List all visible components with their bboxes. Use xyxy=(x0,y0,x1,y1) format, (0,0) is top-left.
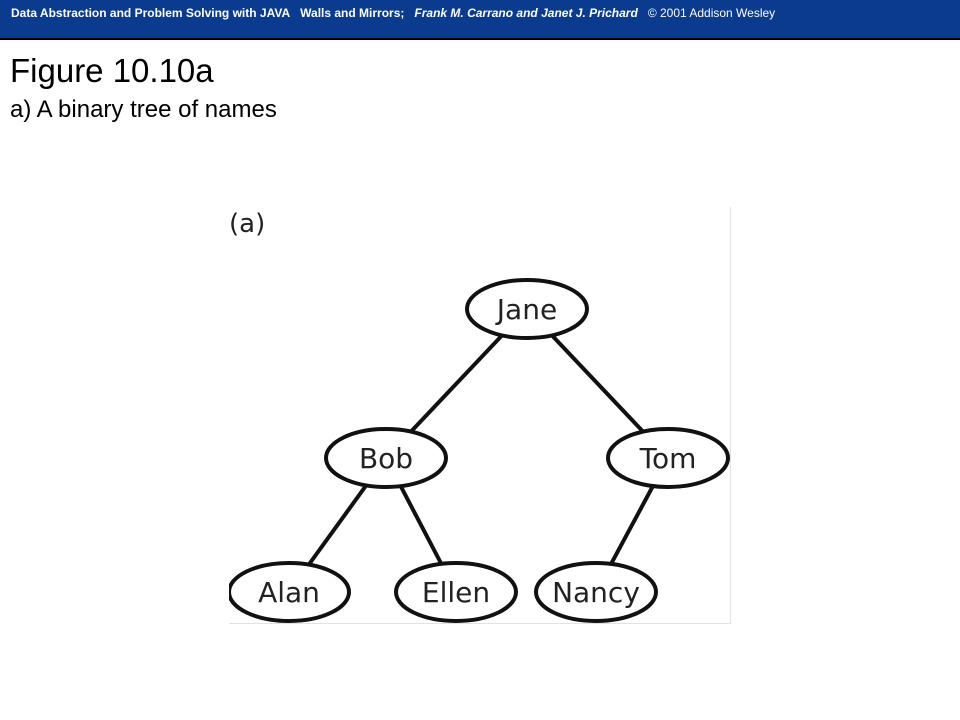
node-ellipse xyxy=(465,278,589,340)
node-label: Alan xyxy=(258,576,320,609)
header-text: Data Abstraction and Problem Solving wit… xyxy=(11,6,775,20)
tree-node-bob: Bob xyxy=(324,427,448,489)
panel-label: (a) xyxy=(229,209,265,239)
node-label: Tom xyxy=(639,442,697,475)
node-label: Jane xyxy=(495,293,557,326)
node-label: Nancy xyxy=(552,576,640,609)
tree-node-nancy: Nancy xyxy=(534,561,658,623)
header-bar: Data Abstraction and Problem Solving wit… xyxy=(0,0,960,40)
book-title: Data Abstraction and Problem Solving wit… xyxy=(11,6,291,20)
node-ellipse xyxy=(606,427,730,489)
tree-node-tom: Tom xyxy=(606,427,730,489)
figure-title: Figure 10.10a xyxy=(10,52,214,89)
tree-node-alan: Alan xyxy=(229,561,351,623)
node-label: Ellen xyxy=(422,576,490,609)
node-ellipse xyxy=(534,561,658,623)
tree-node-jane: Jane xyxy=(465,278,589,340)
copyright: © 2001 Addison Wesley xyxy=(647,6,776,20)
node-ellipse xyxy=(229,561,351,623)
node-ellipse xyxy=(324,427,448,489)
figure-subtitle: a) A binary tree of names xyxy=(10,96,277,123)
tree-node-ellen: Ellen xyxy=(394,561,518,623)
book-subtitle: Walls and Mirrors; xyxy=(300,6,405,20)
book-authors: Frank M. Carrano and Janet J. Prichard xyxy=(414,6,638,20)
node-ellipse xyxy=(394,561,518,623)
node-label: Bob xyxy=(359,442,413,475)
